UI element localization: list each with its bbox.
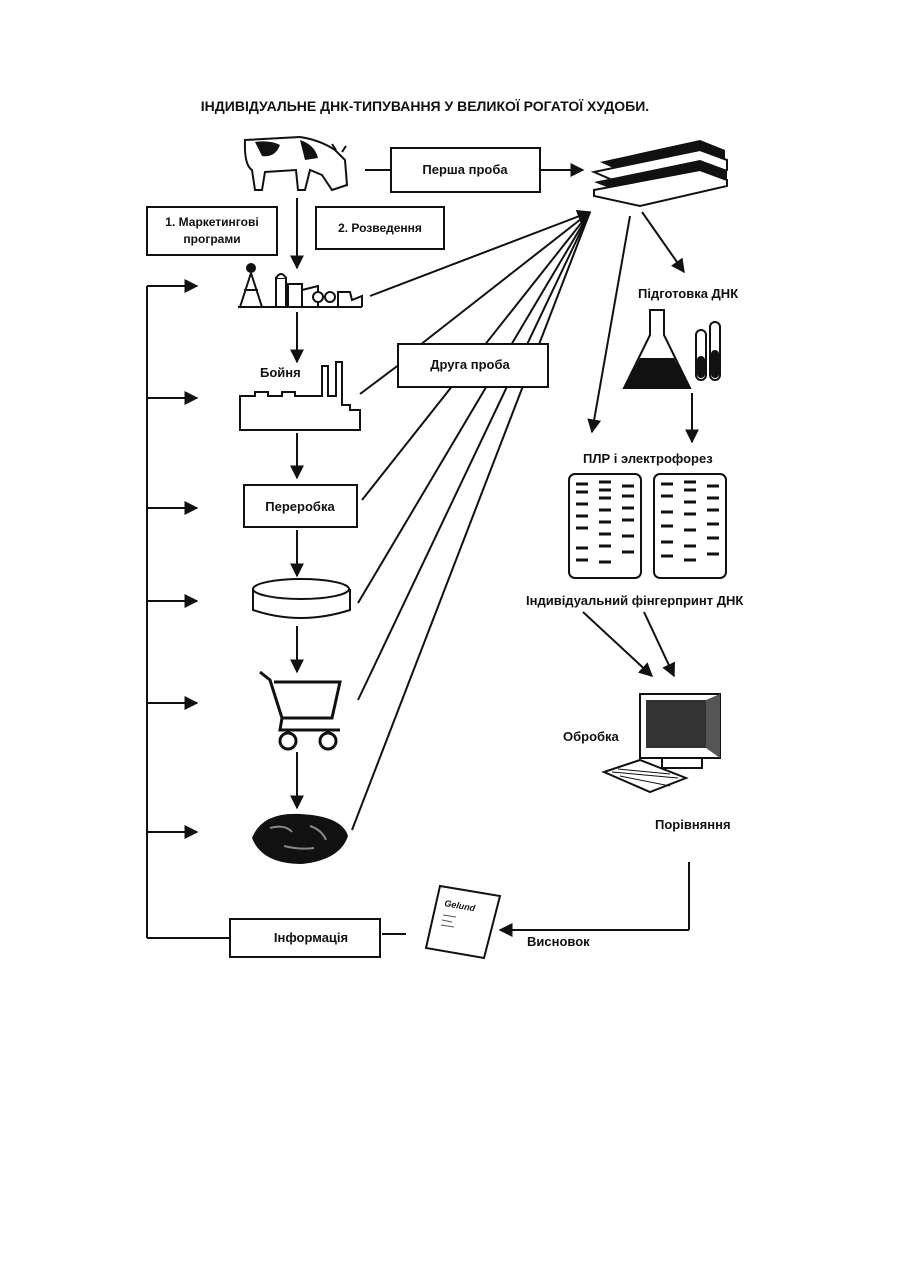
gel-plate-icon xyxy=(654,474,726,578)
laboratory-building-icon xyxy=(594,140,727,206)
cow-icon xyxy=(245,137,347,190)
computer-icon xyxy=(604,694,720,792)
comparison-label: Порівняння xyxy=(655,817,731,832)
conclusion-label: Висновок xyxy=(527,934,590,949)
computing-label: Обробка xyxy=(563,729,620,744)
package-icon xyxy=(253,579,350,618)
pcr-label: ПЛР і электрофорез xyxy=(583,451,713,466)
gel-plate-icon xyxy=(569,474,641,578)
fingerprint-label: Індивідуальний фінгерпринт ДНК xyxy=(526,593,743,608)
second-sample-label: Друга проба xyxy=(430,357,510,372)
farm-icon xyxy=(238,263,362,307)
breeding-label: 2. Розведення xyxy=(338,221,422,235)
first-sample-label: Перша проба xyxy=(422,162,508,177)
report-document-icon: Gelund xyxy=(426,886,500,958)
test-tubes-icon xyxy=(696,322,720,380)
marketing-programs-label-2: програми xyxy=(183,232,240,246)
shopping-cart-icon xyxy=(260,672,340,749)
processing-label: Переробка xyxy=(265,499,335,514)
sample-lines xyxy=(352,212,590,830)
slaughterhouse-label: Бойня xyxy=(260,365,301,380)
meat-icon xyxy=(252,814,348,864)
marketing-programs-label-1: 1. Маркетингові xyxy=(165,215,258,229)
information-label: Інформація xyxy=(274,930,348,945)
diagram-title: ІНДИВІДУАЛЬНЕ ДНК-ТИПУВАННЯ У ВЕЛИКОЇ РО… xyxy=(201,98,649,114)
flask-icon xyxy=(624,310,690,388)
dna-prep-label: Підготовка ДНК xyxy=(638,286,738,301)
